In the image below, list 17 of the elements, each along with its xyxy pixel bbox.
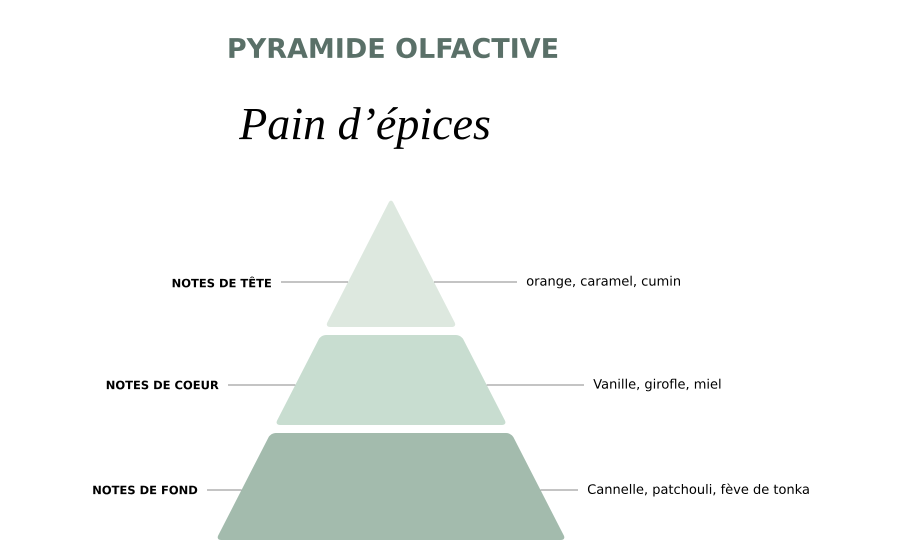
layer-label: NOTES DE FOND — [93, 486, 198, 494]
layer-label: NOTES DE COEUR — [106, 380, 219, 390]
pyramid-tier — [326, 200, 456, 327]
ingredient-list: Vanille, girofle, miel — [593, 378, 720, 392]
ingredient-list: orange, caramel, cumin — [526, 276, 680, 288]
layer-label: NOTES DE TÊTE — [172, 276, 271, 288]
subtitle: Pain d’épices — [238, 107, 490, 149]
leader-line — [281, 281, 348, 283]
leader-line — [434, 281, 517, 283]
ingredient-list: Cannelle, patchouli, fève de tonka — [588, 483, 809, 497]
leader-line — [486, 384, 584, 386]
title: PYRAMIDE OLFACTIVE — [229, 38, 558, 58]
leader-line — [207, 489, 242, 491]
pyramid-tier — [218, 433, 564, 540]
pyramid-tier — [276, 335, 506, 425]
leader-line — [540, 489, 578, 491]
leader-line — [228, 384, 296, 386]
